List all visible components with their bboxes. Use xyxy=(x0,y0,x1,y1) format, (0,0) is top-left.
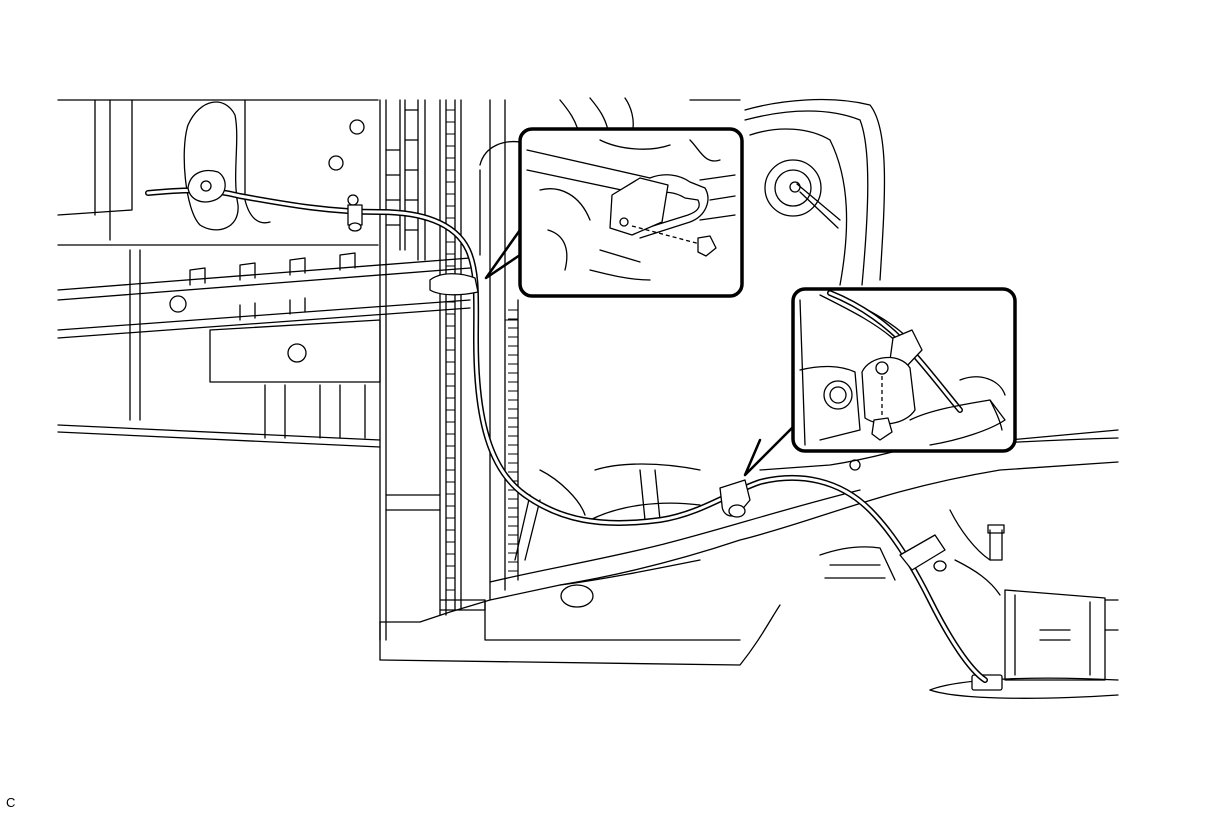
detail-inset-upper xyxy=(484,127,744,298)
cable-clip-left xyxy=(187,169,226,203)
cable-clip-pillar xyxy=(429,273,479,296)
cable-clip-rear xyxy=(899,534,947,572)
left-body-panel xyxy=(57,99,471,641)
detail-inset-right xyxy=(743,287,1017,477)
cable-clip-lower xyxy=(719,479,751,518)
right-upper-body xyxy=(559,97,886,286)
cable-clip-upper xyxy=(347,204,363,232)
panel-rib-ticks xyxy=(446,109,518,591)
center-pillar xyxy=(439,99,486,616)
figure-code: C xyxy=(6,795,16,810)
lower-floor-sill xyxy=(379,429,1119,699)
middle-ribbed-panel xyxy=(479,99,586,601)
